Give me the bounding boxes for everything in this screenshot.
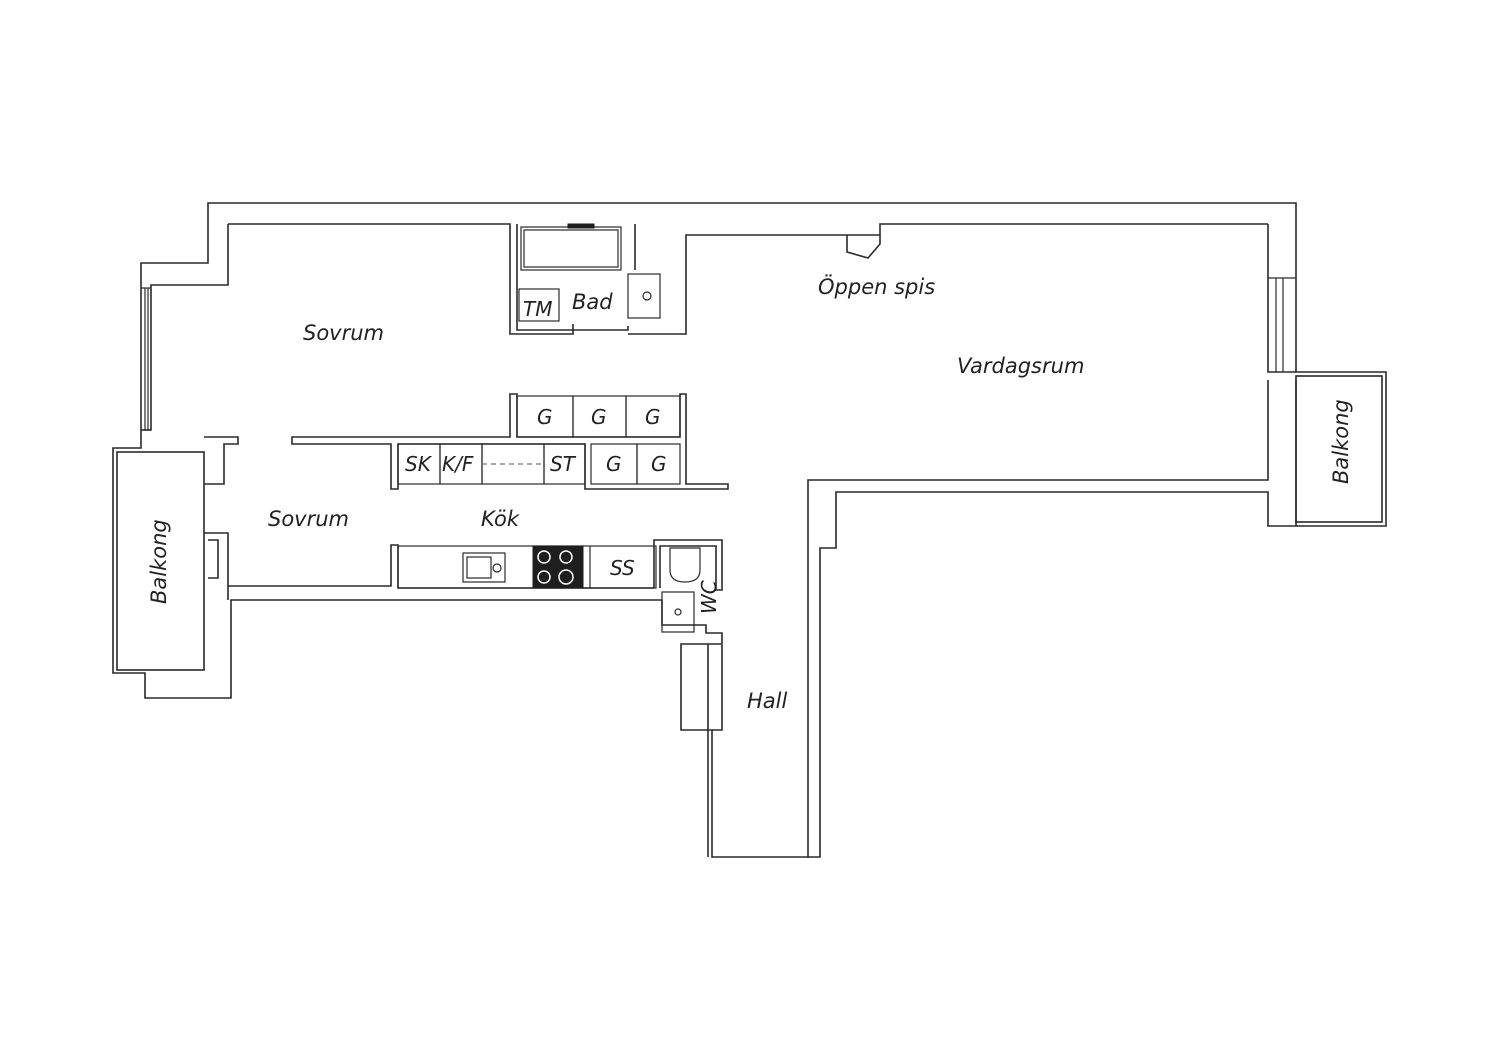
bath-sink-drain xyxy=(642,291,652,301)
room-label-sovrum-top: Sovrum xyxy=(303,321,384,345)
window-left xyxy=(141,287,151,431)
inner-wall-left xyxy=(141,224,229,431)
balcony-left xyxy=(116,451,205,671)
bathroom-walls xyxy=(516,224,629,331)
wc-walls xyxy=(653,539,723,591)
kitchen-sink xyxy=(462,552,506,583)
room-label-sovrum-bottom: Sovrum xyxy=(268,507,349,531)
window-right xyxy=(1268,277,1296,372)
room-label-vardagsrum: Vardagsrum xyxy=(957,354,1084,378)
bath-sink xyxy=(627,273,661,319)
hall-left-wall xyxy=(707,644,723,857)
bathtub-inner xyxy=(523,229,619,268)
label-g4: G xyxy=(606,452,622,476)
room-label-balkong-right: Balkong xyxy=(1329,399,1353,484)
label-tm: TM xyxy=(523,297,552,321)
left-stub-wall xyxy=(204,436,239,485)
stove-burners xyxy=(537,550,574,585)
label-st: ST xyxy=(550,452,577,476)
label-g2: G xyxy=(591,405,607,429)
tm-box xyxy=(518,288,560,322)
room-label-kok: Kök xyxy=(481,507,520,531)
wc-sink-drain xyxy=(674,608,682,616)
cabinets-top xyxy=(516,395,681,438)
outer-wall-outline xyxy=(112,202,1387,858)
fireplace xyxy=(846,235,881,259)
kitchen-counter xyxy=(397,545,657,589)
balcony-left-door xyxy=(204,532,229,586)
label-ss: SS xyxy=(610,556,635,580)
kitchen-sink-drain xyxy=(492,563,502,573)
room-label-hall: Hall xyxy=(747,689,787,713)
stove xyxy=(532,545,584,589)
label-sk: SK xyxy=(405,452,433,476)
label-oppen-spis: Öppen spis xyxy=(818,274,935,299)
bathtub xyxy=(520,226,622,271)
bath-tap xyxy=(567,223,595,229)
bathroom-right-wall xyxy=(628,223,1268,335)
toilet xyxy=(669,547,701,583)
label-g3: G xyxy=(645,405,661,429)
label-g5: G xyxy=(651,452,667,476)
inner-wall-right xyxy=(1267,224,1296,440)
label-wc: WC xyxy=(697,580,721,614)
inner-wall-right-lower xyxy=(807,380,1297,858)
room-label-bad: Bad xyxy=(572,290,613,314)
room-label-balkong-left: Balkong xyxy=(147,519,171,604)
partition-wall xyxy=(291,393,729,490)
kitchen-sink-basin xyxy=(466,556,492,579)
balcony-right xyxy=(1295,375,1383,523)
wc-sink xyxy=(661,591,695,633)
label-g1: G xyxy=(537,405,553,429)
label-kf: K/F xyxy=(442,452,474,476)
